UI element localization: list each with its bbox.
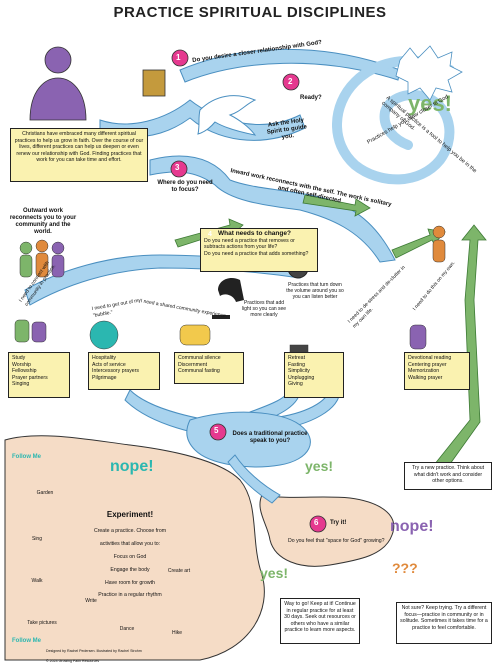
step-4-line-3: Do you need a practice that adds somethi… [204, 250, 309, 257]
experiment-line: Create a practice. Choose from [93, 528, 167, 535]
step-4-number: 4 [208, 231, 212, 238]
credit-line: © 2024 Growing Faith Resources [46, 659, 100, 663]
yes-bottom: yes! [260, 565, 289, 581]
step-2-number: 2 [288, 77, 293, 86]
practice-3-item: Communal fasting [178, 368, 220, 375]
question-marks: ??? [392, 560, 418, 576]
nope-left: nope! [110, 458, 154, 475]
step-3-text: Where do you need to focus? [157, 180, 213, 193]
practice-5-item: Walking prayer [408, 374, 443, 381]
practice-box-3: Communal silence Discernment Communal fa… [174, 352, 244, 384]
icon-frame [142, 69, 166, 97]
spiral [332, 55, 455, 185]
experiment-line: activities that allow you to: [99, 541, 161, 548]
intro-text-box: Christians have embraced many different … [10, 128, 148, 182]
lamp-icon [212, 278, 244, 319]
activity-create-art: Create art [167, 568, 191, 574]
experiment-line: Engage the body [110, 566, 150, 573]
activity-walk: Walk [31, 578, 43, 584]
experiment-line: Have room for growth [105, 579, 155, 586]
way-to-go-box: Way to go! Keep at it! Continue in regul… [280, 598, 360, 644]
practice-4-item: Unplugging [288, 374, 315, 381]
volume-practices-text: Practices that turn down the volume arou… [286, 282, 344, 300]
practice-1-item: Fellowship [12, 368, 37, 375]
step-5-number: 5 [214, 426, 219, 435]
step-3-number: 3 [175, 163, 180, 172]
practice-1-item: Study [12, 355, 26, 361]
step-6-title: Try it! [330, 520, 347, 526]
activity-take-pictures: Take pictures [27, 620, 57, 626]
experiment-title: Experiment! [106, 510, 154, 519]
solitary-person-icon [432, 225, 446, 263]
activity-write: Write [85, 598, 97, 604]
practice-3-item: Communal silence [178, 355, 221, 361]
practice-1-item: Prayer partners [12, 374, 48, 381]
practice-5-item: Centering prayer [408, 361, 447, 368]
practice-box-5: Devotional reading Centering prayer Memo… [404, 352, 470, 390]
practice-box-2: Hospitality Acts of service Intercessory… [88, 352, 160, 390]
step-6-text: Do you feel that "space for God" growing… [288, 538, 385, 544]
credits: Designed by Rachel Pedersen. Illustrated… [46, 644, 246, 666]
try-it-blob [259, 494, 395, 567]
step-5-text: Does a traditional practice speak to you… [232, 431, 308, 444]
practice-4-item: Retreat [288, 355, 306, 361]
step-1-number: 1 [176, 53, 181, 62]
practice-2-item: Intercessory prayers [92, 368, 139, 375]
practice-3-item: Discernment [178, 361, 208, 368]
practice-1-item: Singing [12, 381, 30, 388]
practice-box-1: Study Worship Fellowship Prayer partners… [8, 352, 70, 398]
outward-text: Outward work reconnects you to your comm… [9, 208, 77, 235]
experiment-line: Focus on God [113, 554, 147, 561]
nope-right: nope! [390, 518, 434, 535]
step-4-line-2: subtracts actions from your life? [204, 244, 278, 251]
step-4-box: What needs to change? Do you need a prac… [200, 228, 318, 272]
practice-icons [14, 319, 427, 356]
logo-top: Follow Me [12, 454, 41, 460]
not-sure-text: Not sure? Keep trying. Try a different f… [400, 605, 488, 631]
practice-4-item: Giving [288, 381, 303, 388]
practice-2-item: Hospitality [92, 355, 116, 361]
experiment-line: Practice in a regular rhythm [98, 592, 162, 599]
step-6-number: 6 [314, 518, 319, 527]
practice-1-item: Worship [12, 361, 31, 368]
yes-mid: yes! [305, 458, 334, 474]
try-new-box: Try a new practice. Think about what did… [404, 462, 492, 490]
practice-4-item: Fasting [288, 361, 306, 368]
activity-garden: Garden [36, 490, 54, 496]
burst-shapes [395, 45, 463, 101]
credit-line: Designed by Rachel Pedersen. Illustrated… [46, 649, 142, 653]
not-sure-box: Not sure? Keep trying. Try a different f… [396, 602, 492, 644]
intro-text: Christians have embraced many different … [14, 131, 144, 164]
practice-4-item: Simplicity [288, 368, 310, 375]
way-to-go-text: Way to go! Keep at it! Continue in regul… [284, 601, 356, 634]
step-4-line-1: Do you need a practice that removes or [204, 237, 295, 244]
yes-top: yes! [407, 91, 453, 116]
activity-dance: Dance [119, 626, 135, 632]
activity-sing: Sing [31, 536, 42, 542]
step-2-text: Ready? [300, 95, 322, 101]
try-new-text: Try a new practice. Think about what did… [411, 465, 485, 485]
step-4-title: What needs to change? [218, 230, 291, 237]
dove-icon [197, 95, 257, 136]
practice-2-item: Acts of service [92, 361, 126, 368]
light-practices-text: Practices that add light so you can see … [241, 300, 287, 318]
page-title: PRACTICE SPIRITUAL DISCIPLINES [113, 4, 387, 21]
activity-hike: Hike [171, 630, 182, 636]
community-people-icon [19, 239, 65, 278]
experiment-lines: Create a practice. Choose from activitie… [70, 522, 190, 605]
practice-box-4: Retreat Fasting Simplicity Unplugging Gi… [284, 352, 344, 398]
practice-5-item: Memorization [408, 368, 440, 375]
practice-5-item: Devotional reading [408, 355, 452, 361]
logo-bottom: Follow Me [12, 638, 41, 644]
experiment-blob [4, 435, 265, 661]
person-figure-icon [29, 46, 87, 121]
practice-2-item: Pilgrimage [92, 374, 117, 381]
